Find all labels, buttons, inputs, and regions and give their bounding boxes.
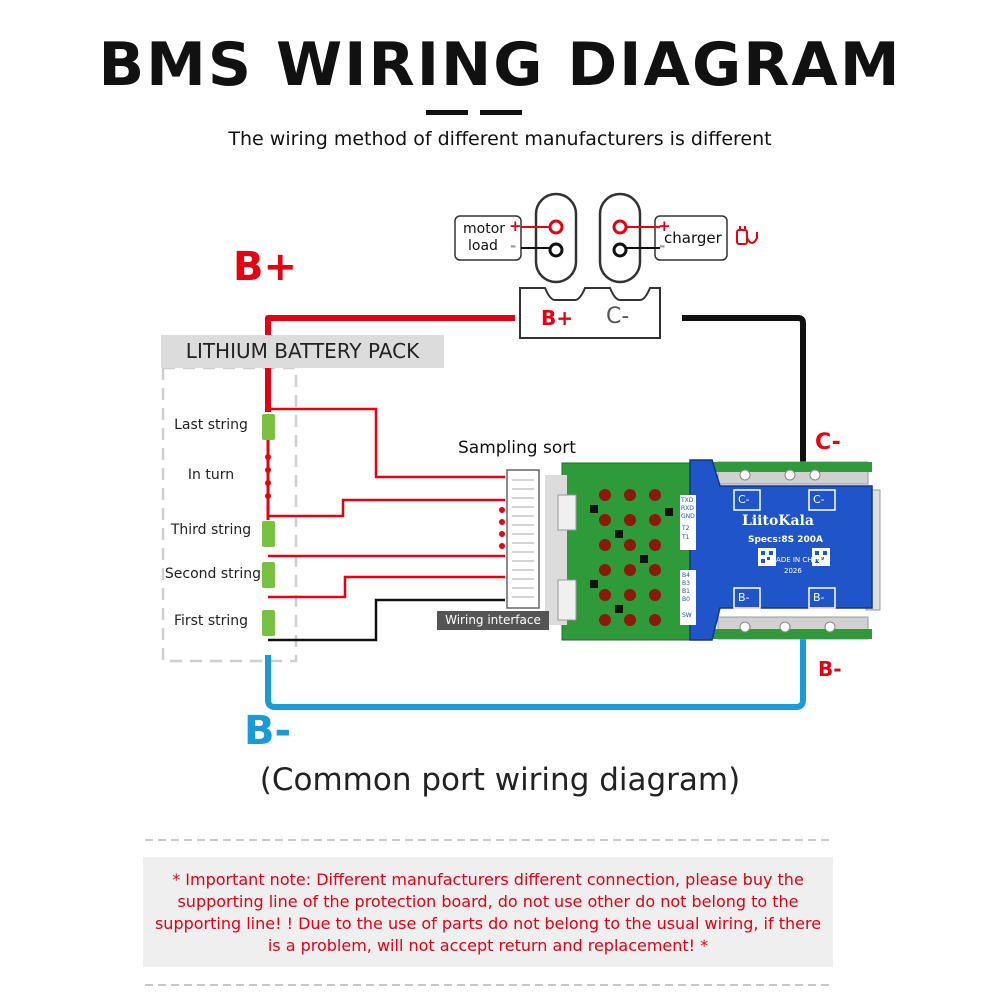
side-pin-sw: SW	[682, 612, 692, 619]
title-underline-left	[426, 110, 468, 115]
motor-load-box	[454, 215, 522, 261]
string-label-second: Second string	[164, 566, 262, 582]
charger-plus: +	[658, 217, 671, 235]
string-label-in-turn: In turn	[187, 467, 235, 483]
charger-plug-icon	[736, 226, 758, 245]
motor-terminal	[534, 192, 578, 284]
pad-c-right: C-	[813, 493, 825, 506]
b-minus-wire	[265, 635, 806, 710]
diagram-caption: (Common port wiring diagram)	[259, 762, 741, 798]
sample-wire-last	[268, 407, 505, 479]
board-specs: Specs:8S 200A	[748, 535, 823, 545]
string-label-third: Third string	[170, 522, 252, 538]
load-label: load	[468, 238, 498, 254]
pcb-board	[561, 462, 693, 641]
c-minus-label: C-	[815, 430, 841, 455]
battery-pack-frame	[161, 366, 298, 663]
sample-wire-third	[268, 498, 505, 518]
string-label-first: First string	[173, 613, 249, 629]
charger-minus: -	[659, 237, 666, 255]
b-minus-small-label: B-	[818, 657, 842, 681]
in-turn-dots	[265, 454, 271, 499]
charger-label: charger	[664, 229, 722, 247]
string-label-last: Last string	[174, 417, 248, 433]
sample-wire-second	[268, 575, 505, 599]
page-subtitle: The wiring method of different manufactu…	[228, 128, 772, 150]
wiring-interface-label: Wiring interface	[437, 611, 549, 630]
connector-c-minus: C-	[606, 304, 630, 329]
motor-label: motor	[463, 221, 506, 237]
capacitor-array	[599, 489, 661, 626]
battery-cell-icon	[262, 414, 275, 636]
pad-c-left: C-	[738, 493, 750, 506]
board-year: 2026	[784, 567, 802, 575]
pad-b-left: B-	[738, 591, 750, 604]
bms-module	[689, 459, 873, 641]
charger-terminal	[598, 192, 642, 284]
important-note: * Important note: Different manufacturer…	[143, 857, 833, 967]
b-plus-label: B+	[233, 244, 298, 290]
sampling-sort-label: Sampling sort	[458, 438, 576, 458]
page-title: BMS WIRING DIAGRAM	[98, 30, 902, 100]
motor-plus: +	[509, 217, 522, 235]
bplus-cminus-connector	[519, 287, 661, 339]
sampling-dots	[499, 507, 505, 549]
battery-pack-title: LITHIUM BATTERY PACK	[161, 335, 444, 368]
sampling-connector	[506, 469, 540, 609]
b-plus-wire	[265, 315, 515, 412]
board-made: MADE IN CHINA	[770, 556, 825, 564]
c-minus-wire	[682, 315, 806, 470]
b-minus-label: B-	[244, 708, 292, 754]
charger-box	[654, 215, 728, 261]
pad-b-right: B-	[813, 591, 825, 604]
motor-minus: -	[510, 237, 517, 255]
title-underline-right	[480, 110, 522, 115]
board-brand: LiitoKala	[742, 513, 814, 529]
sample-wire-first	[268, 598, 505, 642]
connector-b-plus: B+	[541, 306, 574, 330]
